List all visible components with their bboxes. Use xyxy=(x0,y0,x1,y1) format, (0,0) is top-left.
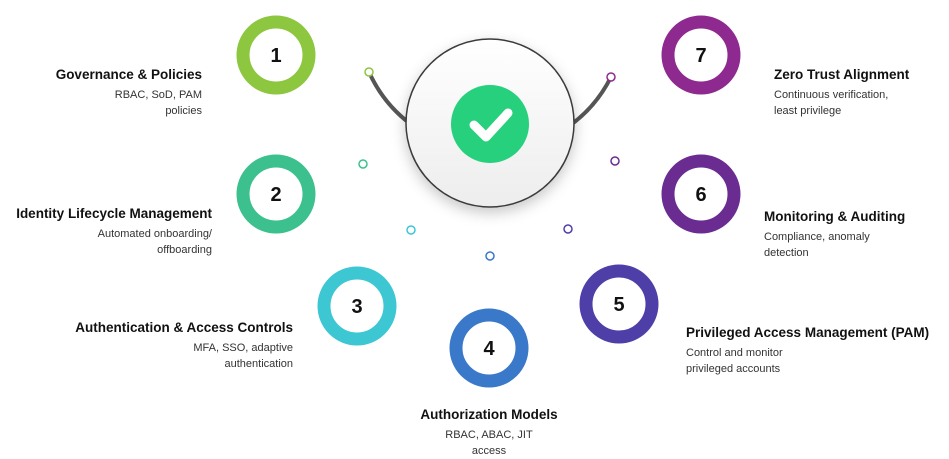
step-1-label: Governance & Policies RBAC, SoD, PAM pol… xyxy=(56,66,202,119)
step-3-title: Authentication & Access Controls xyxy=(75,320,293,335)
arc-marker-6 xyxy=(610,156,620,166)
step-4-title: Authorization Models xyxy=(420,407,558,422)
arc-marker-5 xyxy=(563,224,573,234)
step-7-label: Zero Trust Alignment Continuous verifica… xyxy=(774,66,909,119)
arc-marker-2 xyxy=(358,159,368,169)
step-1-ring: 1 xyxy=(236,15,316,95)
step-1-title: Governance & Policies xyxy=(55,67,202,82)
step-6-title: Monitoring & Auditing xyxy=(764,209,906,224)
step-5-description: Control and monitor privileged accounts xyxy=(686,347,783,375)
step-6-ring: 6 xyxy=(661,154,741,234)
svg-text:4: 4 xyxy=(483,338,495,360)
step-4-description: RBAC, ABAC, JIT access xyxy=(445,429,533,457)
step-7-description: Continuous verification, least privilege xyxy=(774,89,889,117)
svg-text:2: 2 xyxy=(270,184,281,206)
step-5-title: Privileged Access Management (PAM) xyxy=(686,325,930,340)
arc-marker-4 xyxy=(485,251,495,261)
arc-marker-3 xyxy=(406,225,416,235)
step-6-description: Compliance, anomaly detection xyxy=(764,231,870,259)
step-5-ring: 5 xyxy=(579,264,659,344)
step-7-ring: 7 xyxy=(661,15,741,95)
step-3-ring: 3 xyxy=(317,266,397,346)
step-2-label: Identity Lifecycle Management Automated … xyxy=(16,205,212,258)
step-3-label: Authentication & Access Controls MFA, SS… xyxy=(75,319,293,372)
check-icon xyxy=(451,85,529,163)
step-3-description: MFA, SSO, adaptive authentication xyxy=(193,342,293,370)
svg-text:6: 6 xyxy=(695,184,706,206)
step-4-ring: 4 xyxy=(449,308,529,388)
svg-text:3: 3 xyxy=(351,296,362,318)
step-1-description: RBAC, SoD, PAM policies xyxy=(114,89,202,117)
arc-marker-7 xyxy=(606,72,616,82)
step-2-title: Identity Lifecycle Management xyxy=(16,206,212,221)
step-5-label: Privileged Access Management (PAM) Contr… xyxy=(686,324,929,377)
step-2-description: Automated onboarding/ offboarding xyxy=(97,228,212,256)
step-4-label: Authorization Models RBAC, ABAC, JIT acc… xyxy=(389,406,589,459)
step-2-ring: 2 xyxy=(236,154,316,234)
svg-text:1: 1 xyxy=(270,45,281,67)
svg-text:7: 7 xyxy=(695,45,706,67)
step-6-label: Monitoring & Auditing Compliance, anomal… xyxy=(764,208,905,261)
svg-text:5: 5 xyxy=(613,294,624,316)
step-7-title: Zero Trust Alignment xyxy=(774,67,910,82)
arc-marker-1 xyxy=(364,67,374,77)
